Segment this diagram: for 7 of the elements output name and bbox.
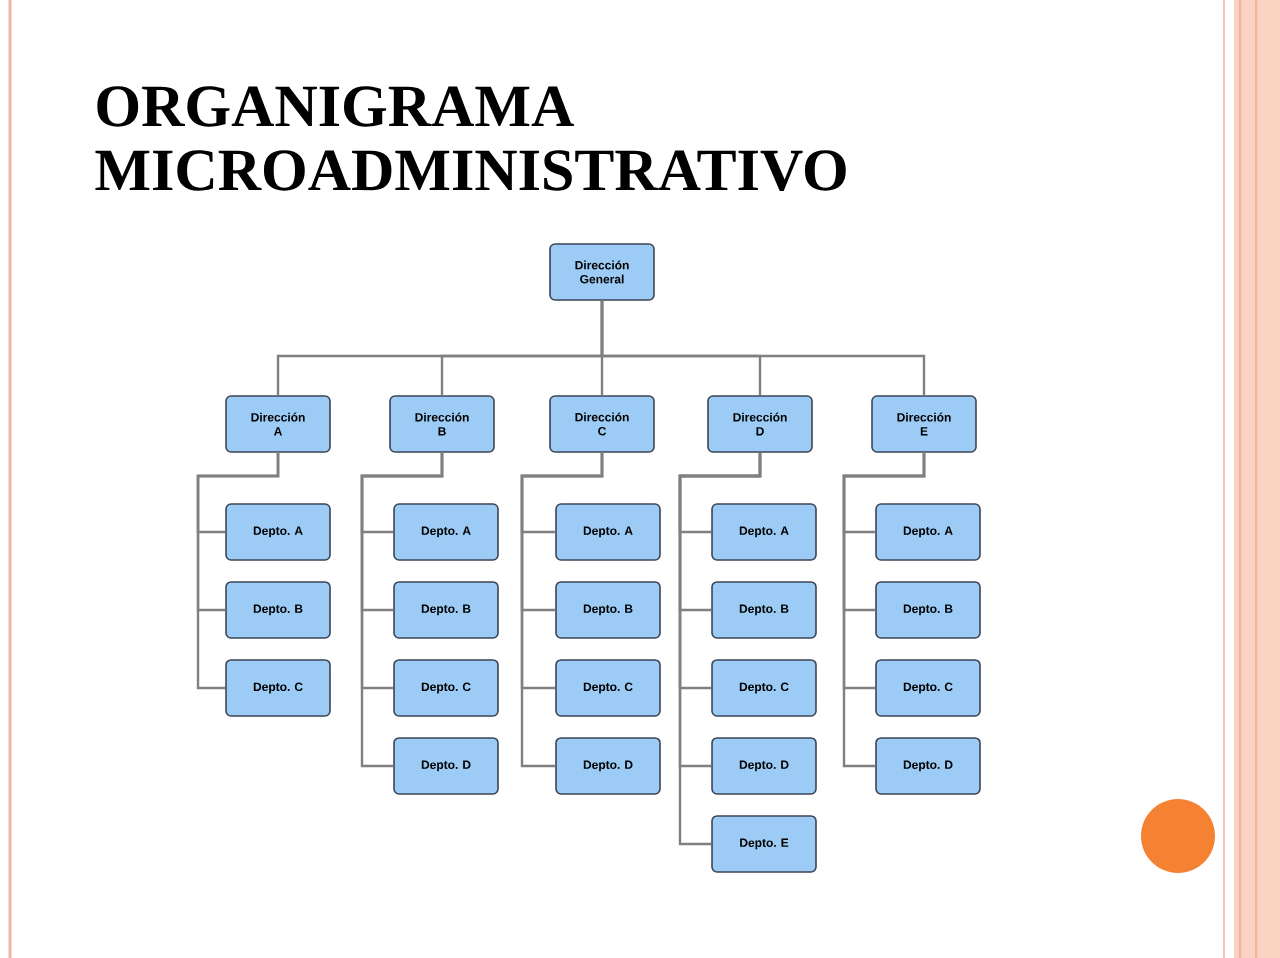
connector-line xyxy=(678,452,762,846)
connector-line xyxy=(360,452,444,768)
title: ORGANIGRAMA MICROADMINISTRATIVO xyxy=(95,86,846,191)
connector-line xyxy=(600,300,926,396)
connector-line xyxy=(842,452,926,768)
connector-line xyxy=(196,452,280,690)
connector-line xyxy=(520,452,604,768)
